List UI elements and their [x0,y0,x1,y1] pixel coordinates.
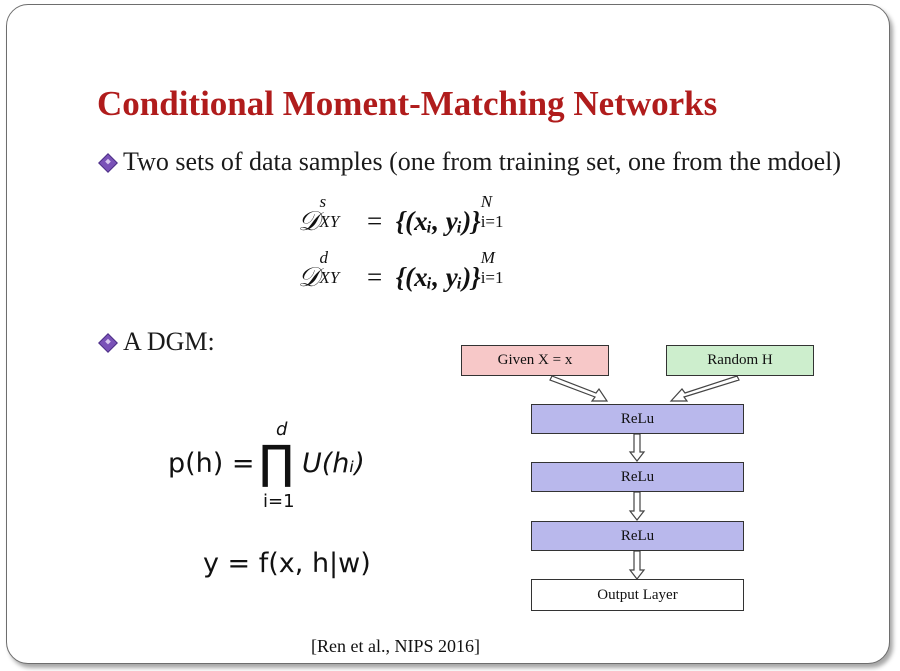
dd-sub: XY [319,268,340,287]
dd-limit-bottom: i=1 [480,268,504,287]
dd-sup: d [319,248,329,267]
ds-sup: s [319,192,327,211]
product-symbol: ∏ [259,435,294,489]
citation: [Ren et al., NIPS 2016] [311,636,480,656]
ds-limit-bottom: i=1 [480,212,504,231]
bullet-1-label: Two sets of data samples (one from train… [123,147,842,176]
product-bottom: i=1 [263,491,295,512]
ds-limit-top: N [480,192,493,211]
ds-sub: XY [319,212,340,231]
dd-limit-top: M [480,248,495,267]
bullet-text-2: A DGM: [123,327,215,356]
ds-symbol: 𝒟 [298,206,320,237]
relu-layer-1: ReLu [531,404,744,434]
dd-symbol: 𝒟 [298,262,320,293]
dd-rhs: {(xᵢ, yᵢ)} [395,262,481,292]
equation-ph: p(h) = [168,448,255,479]
ph-lhs: p(h) = [168,448,255,479]
relu-layer-3: ReLu [531,521,744,551]
ph-rhs: U(hᵢ) [302,448,365,479]
product-top: d [276,419,288,440]
bullet-text-1: Two sets of data samples (one from train… [123,144,863,180]
ds-rhs: {(xᵢ, yᵢ)} [395,206,481,236]
random-h-box: Random H [666,345,814,376]
given-x-box: Given X = x [461,345,609,376]
equation-y: y = f(x, h|w) [203,548,371,579]
relu-layer-2: ReLu [531,462,744,492]
slide-frame [6,4,890,664]
output-layer-box: Output Layer [531,579,744,611]
slide-title: Conditional Moment-Matching Networks [97,84,718,123]
